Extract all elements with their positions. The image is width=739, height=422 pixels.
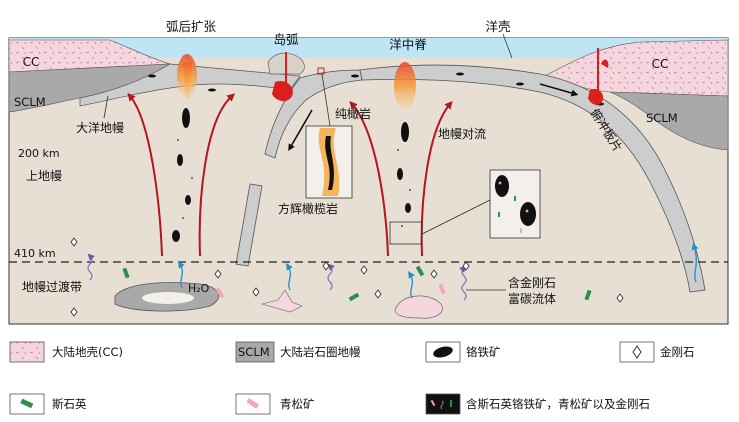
inset-chromite-2	[520, 202, 536, 226]
convection-arrow-right-up	[349, 101, 389, 257]
legend-label-sclm: 大陆岩石圈地幔	[280, 345, 361, 359]
legend-item-qingsongite: 青松矿	[235, 393, 315, 415]
label-backarc: 弧后扩张	[166, 19, 217, 34]
wavy-arrow-1	[87, 253, 95, 281]
label-dunite: 纯橄岩	[335, 106, 371, 121]
label-transition-zone: 地幔过渡带	[22, 279, 82, 294]
legend-label-combo: 含斯石英铬铁矿，青松矿以及金刚石	[466, 397, 650, 411]
arc-magma-body	[272, 80, 293, 102]
fluid-arrow-4	[691, 242, 699, 283]
label-oceanic-crust: 洋壳	[485, 19, 510, 34]
dunite-leader	[321, 73, 331, 127]
label-convection: 地幔对流	[438, 126, 486, 141]
label-diamond-fluid-1: 含金刚石	[508, 275, 556, 290]
wavy-arrow-3	[459, 265, 467, 301]
oceanic-crust-leader	[502, 33, 513, 59]
label-harzburgite: 方辉橄榄岩	[278, 201, 338, 216]
legend-swatch-diamond	[632, 345, 642, 359]
ophiolite-chromite	[601, 59, 609, 68]
ocean	[9, 38, 728, 58]
legend-swatch-cc	[9, 341, 45, 363]
chromite-leader	[421, 199, 491, 235]
label-island-arc: 岛弧	[273, 32, 299, 47]
convection-arrow-left-up-2	[198, 93, 235, 257]
label-sclm-left: SCLM	[14, 95, 46, 109]
slab-pool-core	[142, 292, 194, 304]
label-h2o: H₂O	[188, 282, 210, 295]
legend-item-combo: 含斯石英铬铁矿，青松矿以及金刚石	[425, 393, 650, 415]
label-cc-right: CC	[652, 57, 669, 71]
legend-label-chromite: 铬铁矿	[466, 345, 501, 359]
legend-swatch-chromite	[433, 346, 453, 358]
mineral-sticks	[122, 265, 592, 302]
column-chromite-pods	[172, 108, 411, 242]
column-grains	[177, 139, 411, 227]
inset-chromite-1	[495, 175, 509, 197]
label-oceanic-mantle: 大洋地幔	[76, 120, 124, 135]
h2o-arrow-1	[178, 260, 185, 289]
label-mid-ridge: 洋中脊	[389, 37, 427, 52]
legend-item-chromite: 铬铁矿	[425, 341, 501, 363]
melt-pool-mid	[260, 289, 303, 313]
legend-item-diamond: 金刚石	[619, 341, 695, 363]
label-depth-410: 410 km	[14, 247, 56, 260]
surface-chromite-pods	[148, 72, 604, 106]
fluid-arrow-3	[408, 270, 415, 299]
legend-swatch-coesite	[20, 398, 34, 409]
legend-label-qingsongite: 青松矿	[280, 397, 315, 411]
sclm-right	[609, 91, 729, 151]
diamond-grains	[70, 237, 624, 317]
slab-island-arc	[264, 69, 363, 159]
label-depth-200: 200 km	[18, 147, 60, 160]
legend-symbol-sclm: SCLM	[238, 345, 270, 359]
legend-label-coesite: 斯石英	[52, 397, 87, 411]
legend-label-diamond: 金刚石	[660, 345, 695, 359]
label-diamond-fluid-2: 富碳流体	[508, 291, 556, 306]
legend-swatch-qingsongite	[246, 397, 260, 409]
label-cc-left: CC	[23, 55, 40, 69]
label-sclm-right: SCLM	[646, 111, 678, 125]
legend-item-sclm: SCLM 大陆岩石圈地幔	[235, 341, 361, 363]
dunite-source-box	[317, 67, 325, 75]
label-upper-mantle: 上地幔	[26, 168, 62, 183]
legend-swatch-sclm	[235, 341, 275, 363]
dunite-chromite	[325, 136, 334, 190]
legend-label-cc: 大陆地壳(CC)	[52, 345, 123, 359]
oceanic-mantle-leader	[103, 95, 109, 119]
slab-fragment	[235, 183, 263, 267]
ridge-melt-right	[394, 62, 416, 110]
slab-arrow-right	[539, 83, 579, 97]
chromite-source-box	[389, 221, 423, 245]
convection-arrow-left-up	[127, 92, 163, 257]
legend: 大陆地壳(CC) SCLM 大陆岩石圈地幔 铬铁矿 金刚石 斯石英 青松矿	[9, 341, 695, 415]
slab-main	[359, 64, 706, 293]
legend-item-cc: 大陆地壳(CC)	[9, 341, 123, 363]
ridge-melt-left	[177, 54, 197, 98]
wavy-arrow-2	[327, 263, 335, 291]
arc-magma-body-right	[588, 88, 604, 105]
slab-arrow-left	[288, 109, 313, 152]
fluid-arrow-2	[286, 262, 293, 291]
legend-item-coesite: 斯石英	[9, 393, 87, 415]
